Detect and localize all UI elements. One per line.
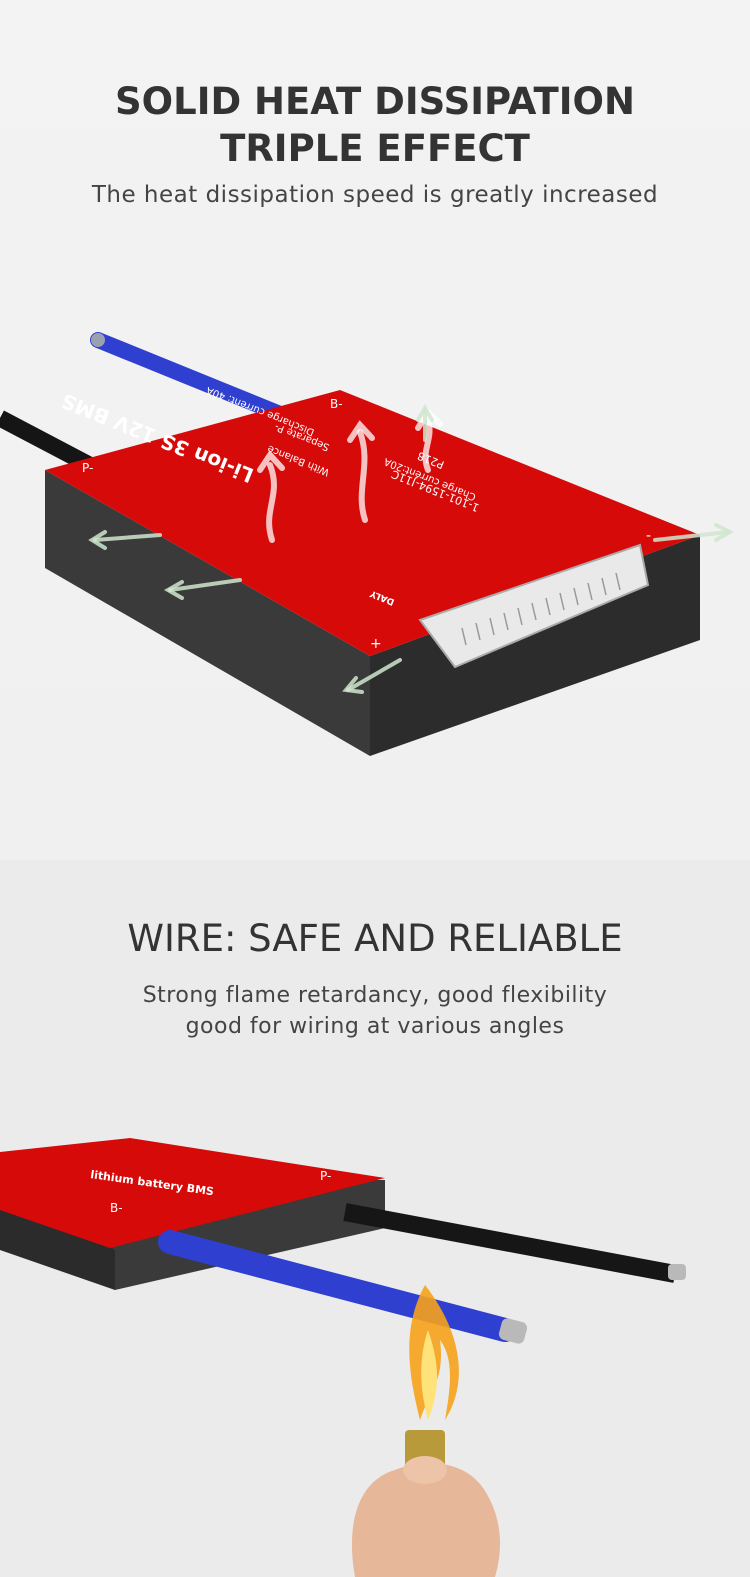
board-minus-label: - xyxy=(646,528,651,544)
section2-subtitle-line1: Strong flame retardancy, good flexibilit… xyxy=(142,983,608,1008)
section1-title-line2: TRIPLE EFFECT xyxy=(220,127,530,170)
balance-connector xyxy=(418,543,650,669)
section1-title-line1: SOLID HEAT DISSIPATION xyxy=(115,80,635,123)
board-b-minus-label: B- xyxy=(330,397,343,411)
connector-pins xyxy=(461,572,621,646)
wire-flame-illustration: lithium battery BMS P- B- xyxy=(0,1138,686,1577)
section1-subtitle: The heat dissipation speed is greatly in… xyxy=(91,182,659,208)
flame-core xyxy=(421,1330,438,1420)
board-p-minus-label: P- xyxy=(320,1169,331,1183)
heat-dissipation-section: SOLID HEAT DISSIPATION TRIPLE EFFECT The… xyxy=(0,0,750,860)
black-wire xyxy=(343,1203,677,1283)
thumb xyxy=(403,1456,447,1484)
heat-rise-arrows xyxy=(257,407,443,543)
hand xyxy=(351,1463,500,1577)
black-wire-tip xyxy=(668,1264,686,1280)
heat-side-arrows xyxy=(88,404,735,694)
board-plus-label: + xyxy=(370,636,382,652)
blue-wire xyxy=(90,332,298,426)
blue-wire-tip xyxy=(498,1318,528,1344)
black-wire xyxy=(0,410,99,476)
housing-side-left xyxy=(45,470,370,756)
blue-wire xyxy=(158,1230,517,1342)
board-p-minus-label: P- xyxy=(82,461,93,475)
wire-section: WIRE: SAFE AND RELIABLE Strong flame ret… xyxy=(0,860,750,1577)
board-b-minus-label: B- xyxy=(110,1201,123,1215)
blue-wire-tip xyxy=(91,333,105,347)
section2-title: WIRE: SAFE AND RELIABLE xyxy=(127,917,623,960)
section2-subtitle-line2: good for wiring at various angles xyxy=(185,1014,565,1039)
bms-board-illustration: Li-ion 3S 12V BMS DALY Discharge current… xyxy=(0,332,735,756)
pcb-top xyxy=(0,1138,385,1248)
